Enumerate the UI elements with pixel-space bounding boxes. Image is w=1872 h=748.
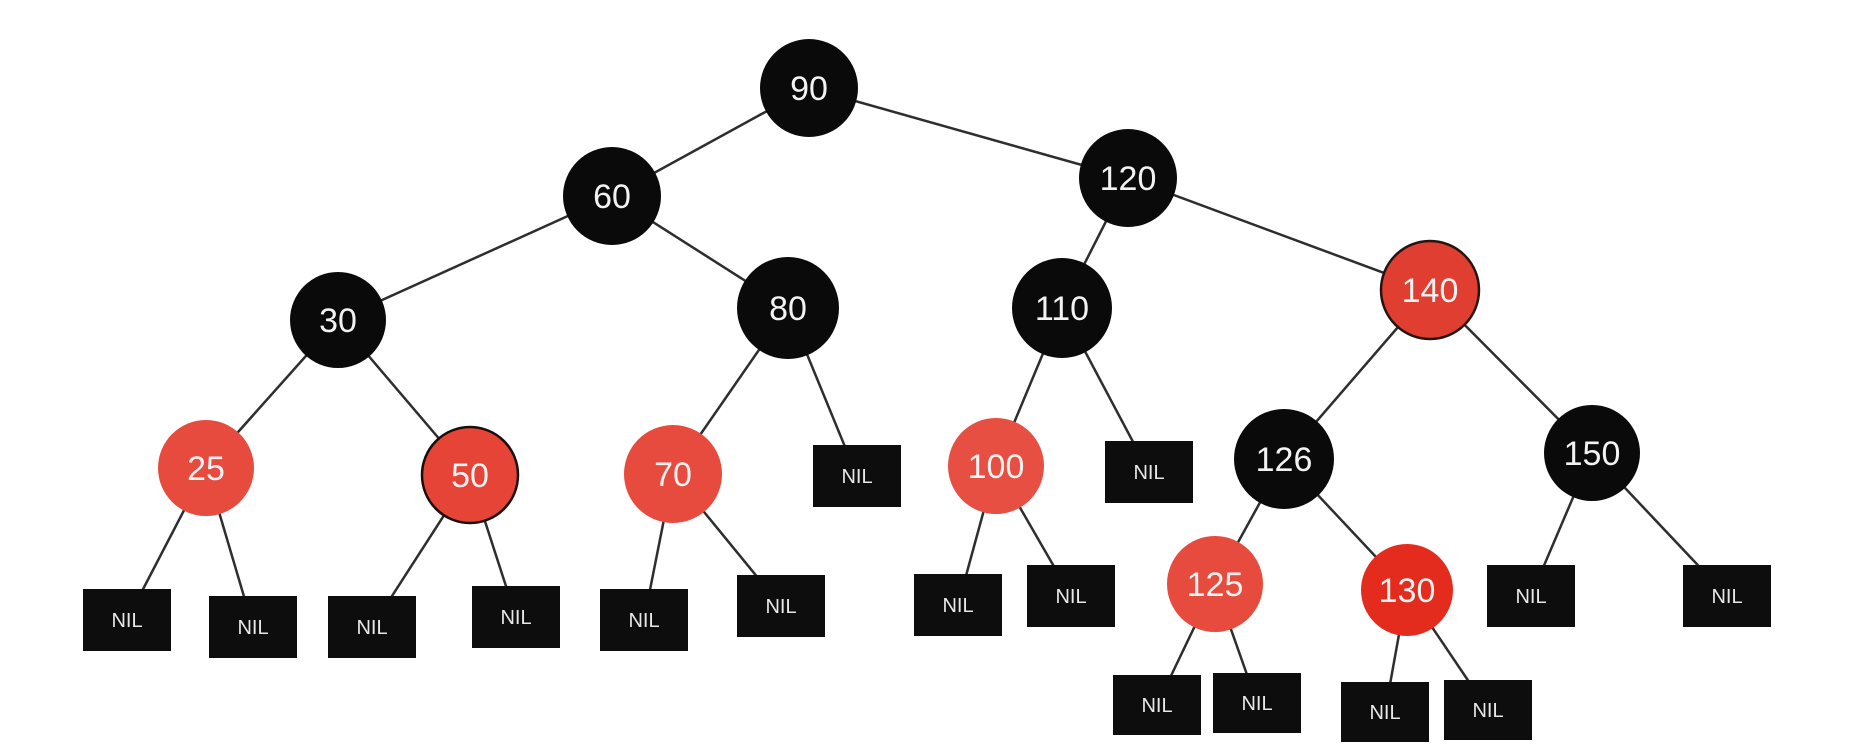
tree-node-90-black: 90: [760, 39, 858, 137]
tree-node-110-black: 110: [1012, 258, 1112, 358]
nil-box: [737, 575, 825, 637]
nil-leaf-150r: NIL: [1683, 565, 1771, 627]
node-value-label: 90: [790, 70, 828, 108]
nil-label: NIL: [111, 610, 142, 632]
node-value-label: 50: [451, 457, 489, 495]
tree-node-50-red: 50: [420, 425, 520, 525]
nil-leaf-25r: NIL: [209, 596, 297, 658]
nil-label: NIL: [1711, 586, 1742, 608]
node-value-label: 100: [968, 448, 1025, 486]
tree-node-150-black: 150: [1544, 405, 1640, 501]
nil-label: NIL: [1472, 700, 1503, 722]
nil-label: NIL: [1055, 586, 1086, 608]
node-value-label: 125: [1187, 566, 1244, 604]
nil-box: [328, 596, 416, 658]
nil-leaf-70l: NIL: [600, 589, 688, 651]
nil-leaf-50l: NIL: [328, 596, 416, 658]
nil-box: [209, 596, 297, 658]
nil-box: [83, 589, 171, 651]
black-node-circle: [760, 39, 858, 137]
nil-leaf-50r: NIL: [472, 586, 560, 648]
nil-leaf-130r: NIL: [1444, 680, 1532, 740]
node-value-label: 70: [654, 456, 692, 494]
tree-node-120-black: 120: [1079, 129, 1177, 227]
node-value-label: 110: [1035, 290, 1089, 328]
tree-node-126-black: 126: [1234, 409, 1334, 509]
black-node-circle: [1012, 258, 1112, 358]
tree-node-80-black: 80: [737, 257, 839, 359]
node-value-label: 80: [769, 290, 807, 328]
red-node-circle: [420, 425, 520, 525]
black-node-circle: [737, 257, 839, 359]
nil-leaf-125r: NIL: [1213, 673, 1301, 733]
nil-box: [1027, 565, 1115, 627]
nil-label: NIL: [628, 610, 659, 632]
nil-label: NIL: [942, 595, 973, 617]
nil-label: NIL: [841, 466, 872, 488]
tree-node-25-red: 25: [158, 420, 254, 516]
tree-node-30-black: 30: [290, 272, 386, 368]
node-value-label: 130: [1379, 572, 1436, 610]
nil-label: NIL: [1133, 462, 1164, 484]
nil-leaf-110r: NIL: [1105, 441, 1193, 503]
nil-box: [1113, 675, 1201, 735]
nil-box: [1487, 565, 1575, 627]
nil-box: [914, 574, 1002, 636]
nil-box: [1444, 680, 1532, 740]
nil-box: [1105, 441, 1193, 503]
node-value-label: 126: [1256, 441, 1313, 479]
nil-leaf-150l: NIL: [1487, 565, 1575, 627]
node-value-label: 140: [1402, 272, 1459, 310]
nil-leaf-80r: NIL: [813, 445, 901, 507]
black-node-circle: [1079, 129, 1177, 227]
red-node-circle: [1167, 536, 1263, 632]
black-node-circle: [1234, 409, 1334, 509]
tree-node-130-red: 130: [1361, 544, 1453, 636]
nil-box: [472, 586, 560, 648]
tree-node-125-red: 125: [1167, 536, 1263, 632]
node-value-label: 60: [593, 178, 631, 216]
tree-node-70-red: 70: [624, 425, 722, 523]
nil-label: NIL: [765, 596, 796, 618]
nil-box: [1213, 673, 1301, 733]
nil-label: NIL: [1515, 586, 1546, 608]
tree-node-100-red: 100: [948, 418, 1044, 514]
black-node-circle: [563, 147, 661, 245]
node-value-label: 150: [1564, 435, 1621, 473]
nil-leaf-125l: NIL: [1113, 675, 1201, 735]
nil-label: NIL: [1369, 702, 1400, 724]
nil-leaf-70r: NIL: [737, 575, 825, 637]
nil-label: NIL: [500, 607, 531, 629]
nil-box: [600, 589, 688, 651]
tree-edge-60-30: [337, 194, 613, 322]
red-node-circle: [158, 420, 254, 516]
nil-box: [1683, 565, 1771, 627]
tree-node-140-red: 140: [1379, 239, 1481, 341]
nil-leaf-100l: NIL: [914, 574, 1002, 636]
tree-edge-120-140: [1127, 176, 1431, 292]
nil-leaf-100r: NIL: [1027, 565, 1115, 627]
tree-node-60-black: 60: [563, 147, 661, 245]
nil-label: NIL: [1141, 695, 1172, 717]
red-node-circle: [1361, 544, 1453, 636]
nil-leaf-130l: NIL: [1341, 682, 1429, 742]
black-node-circle: [290, 272, 386, 368]
tree-edge-90-120: [808, 86, 1129, 180]
nil-label: NIL: [1241, 693, 1272, 715]
nil-leaf-25l: NIL: [83, 589, 171, 651]
node-value-label: 25: [187, 450, 225, 488]
node-value-label: 120: [1100, 160, 1157, 198]
node-value-label: 30: [319, 302, 357, 340]
red-node-circle: [1379, 239, 1481, 341]
red-node-circle: [948, 418, 1044, 514]
black-node-circle: [1544, 405, 1640, 501]
nil-label: NIL: [356, 617, 387, 639]
red-node-circle: [624, 425, 722, 523]
nil-box: [813, 445, 901, 507]
nil-label: NIL: [237, 617, 268, 639]
nil-box: [1341, 682, 1429, 742]
